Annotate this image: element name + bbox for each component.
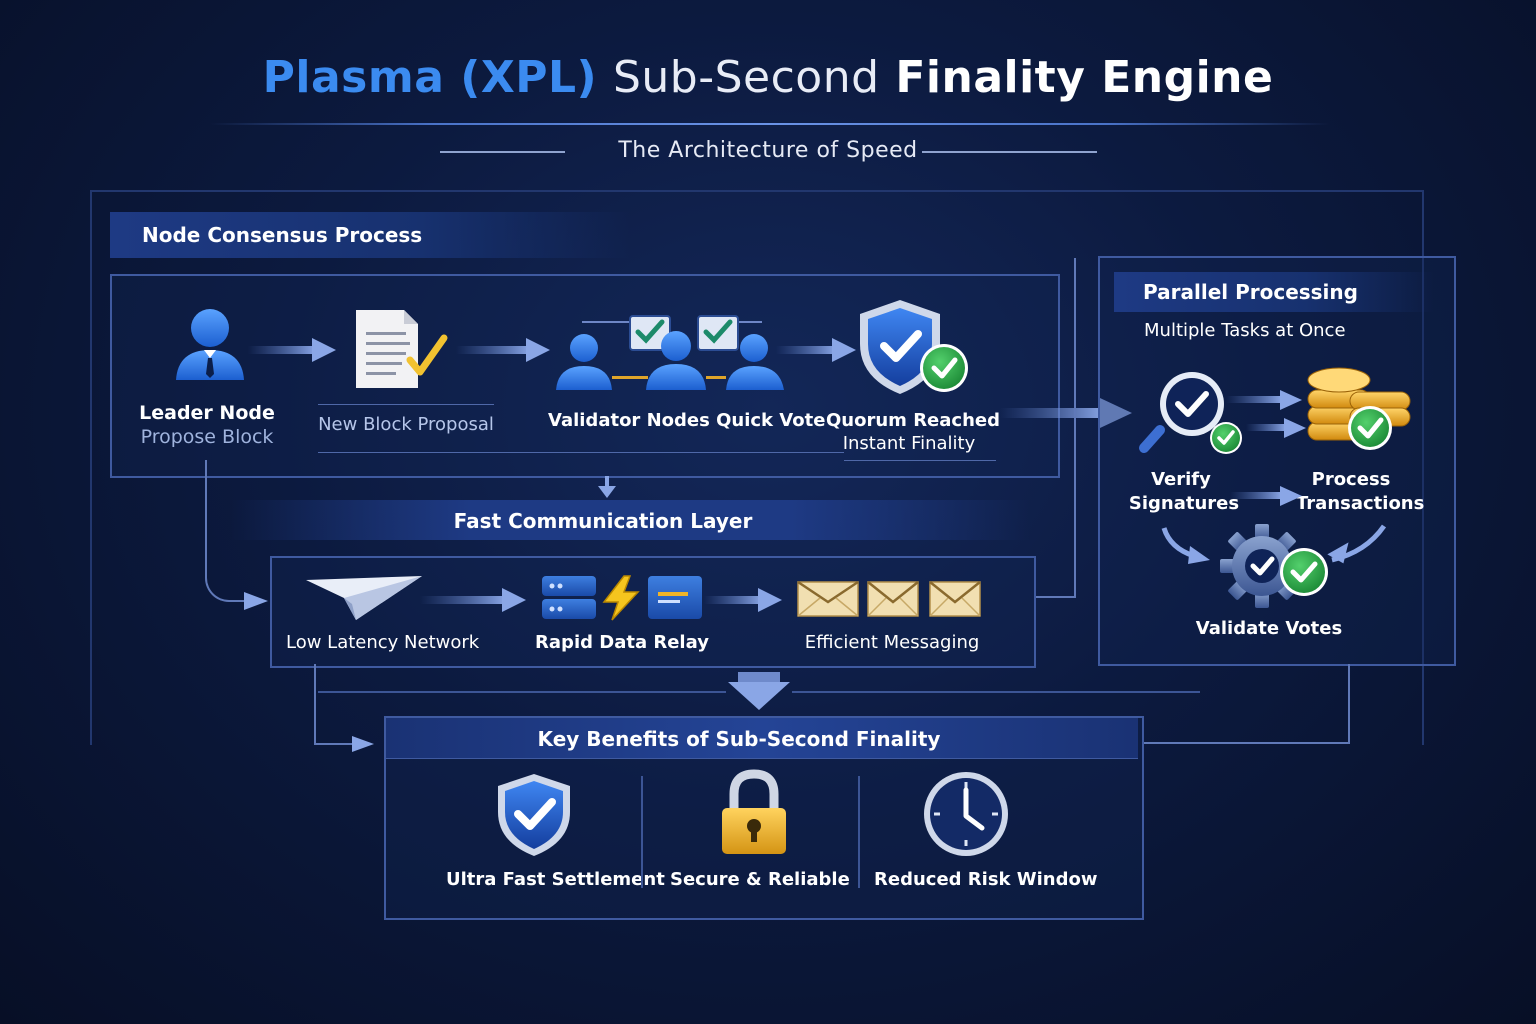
- process-sub-label: Transactions: [1296, 493, 1425, 514]
- leader-node-title: Leader Node: [139, 402, 275, 424]
- divider-left: [318, 691, 726, 693]
- benefit-divider-1: [641, 776, 643, 888]
- outer-frame: [90, 190, 1424, 745]
- quorum-label: Quorum Reached: [826, 410, 1000, 431]
- lightning-icon: [602, 575, 640, 621]
- wire-arrow-head-benefits: [352, 736, 374, 752]
- clock-icon: [924, 772, 1008, 856]
- arrow-to-validate-left: [1161, 527, 1210, 564]
- arrow-quorum-to-parallel: [1000, 398, 1132, 428]
- comm-header: Fast Communication Layer: [453, 509, 753, 533]
- arrow-leader-to-proposal: [248, 338, 336, 362]
- consensus-header: Node Consensus Process: [142, 223, 423, 247]
- wire-arrow-head: [244, 592, 268, 610]
- arrow-proposal-to-validators: [456, 338, 550, 362]
- wire-leader-to-comm: [205, 460, 247, 602]
- quorum-sub-label: Instant Finality: [842, 433, 976, 454]
- benefit-settlement-label: Ultra Fast Settlement: [446, 869, 665, 890]
- verify-label: Verify: [1151, 469, 1211, 490]
- parallel-header-bar: [1114, 272, 1434, 312]
- gear-icon: [1220, 524, 1328, 608]
- coins-icon: [1307, 367, 1411, 450]
- arrow-from-validate-right: [1327, 524, 1387, 564]
- validators-label: Validator Nodes Quick Vote: [548, 410, 826, 431]
- paper-plane-icon: [306, 576, 422, 620]
- arrow-down-small: [598, 476, 616, 498]
- server-icon: [542, 576, 702, 619]
- relay-label: Rapid Data Relay: [535, 632, 709, 653]
- parallel-panel: [1098, 256, 1456, 666]
- proposal-label: New Block Proposal: [318, 414, 494, 435]
- wire-parallel-to-benefits: [1142, 664, 1350, 744]
- benefits-header-bar: [386, 718, 1138, 758]
- magnifier-icon: [1139, 372, 1242, 454]
- messaging-label: Efficient Messaging: [804, 632, 980, 653]
- benefit-secure-label: Secure & Reliable: [670, 869, 850, 890]
- title-divider: [210, 123, 1330, 125]
- network-label: Low Latency Network: [286, 632, 480, 653]
- wire-comm-to-benefits: [314, 664, 356, 745]
- lock-icon: [722, 769, 786, 854]
- proposal-rule-bottom: [318, 452, 844, 453]
- subtitle-rule-left: [440, 151, 565, 153]
- benefit-risk-label: Reduced Risk Window: [874, 869, 1098, 890]
- shield-check-icon: [860, 300, 968, 394]
- envelope-icon: [797, 580, 981, 617]
- benefits-header: Key Benefits of Sub-Second Finality: [537, 727, 941, 751]
- quorum-rule: [844, 460, 996, 461]
- process-label: Process: [1311, 469, 1391, 490]
- comm-header-bar: [230, 500, 1030, 540]
- document-icon: [356, 310, 448, 388]
- leader-node-sub: Propose Block: [140, 426, 274, 448]
- arrow-signatures-to-transactions: [1230, 486, 1302, 506]
- consensus-header-bar: [110, 212, 630, 258]
- verify-sub-label: Signatures: [1128, 493, 1240, 514]
- arrow-validators-to-quorum: [776, 338, 856, 362]
- title-middle: Sub-Second: [612, 52, 880, 103]
- subtitle-rule-right: [922, 151, 1097, 153]
- shield-check-icon: [498, 774, 570, 856]
- arrow-relay-to-messaging: [704, 588, 782, 612]
- benefits-header-rule: [386, 758, 1138, 759]
- title-end: Finality Engine: [895, 52, 1274, 103]
- wire-comm-to-right: [1034, 258, 1076, 598]
- benefit-divider-2: [858, 776, 860, 888]
- divider-right: [792, 691, 1200, 693]
- arrow-network-to-relay: [420, 588, 526, 612]
- proposal-rule-top: [318, 404, 494, 405]
- parallel-header: Parallel Processing: [1143, 280, 1358, 304]
- subtitle: The Architecture of Speed: [618, 138, 918, 163]
- arrow-down-large: [728, 672, 790, 710]
- user-icon: [176, 309, 244, 380]
- title-accent: Plasma (XPL): [262, 52, 598, 103]
- page-title: Plasma (XPL) Sub-Second Finality Engine: [0, 52, 1536, 103]
- validate-label: Validate Votes: [1195, 618, 1343, 639]
- validators-icon: [556, 315, 784, 390]
- parallel-sub: Multiple Tasks at Once: [1144, 320, 1346, 341]
- arrows-verify-to-process: [1226, 390, 1306, 438]
